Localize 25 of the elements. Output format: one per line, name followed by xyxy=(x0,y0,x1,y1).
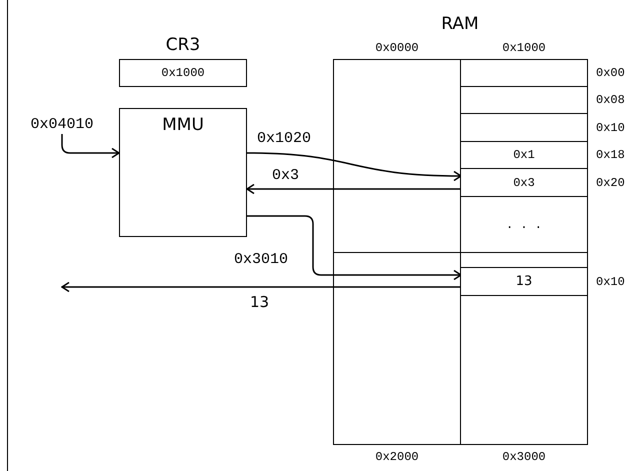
unit-name: MMU xyxy=(162,115,204,135)
register-value: 0x1000 xyxy=(161,66,205,80)
entry-value: 13 xyxy=(516,274,532,289)
entry-value: 0x3 xyxy=(513,176,535,190)
page-address: 0x1000 xyxy=(502,41,546,55)
entry-value: . . . xyxy=(506,218,542,232)
page-address: 0x2000 xyxy=(375,450,419,464)
entry-offset: 0x00 xyxy=(596,66,625,80)
memory-title: RAM xyxy=(441,14,479,34)
entry-value: 0x1 xyxy=(513,148,535,162)
arrow xyxy=(61,282,461,292)
entry-offset: 0x18 xyxy=(596,148,625,162)
register-name: CR3 xyxy=(166,35,200,55)
entry-offset: 0x10 xyxy=(596,120,625,134)
unit-box xyxy=(119,108,247,237)
arrow xyxy=(246,184,461,194)
arrow xyxy=(61,134,120,158)
address-value: 0x04010 xyxy=(30,116,94,132)
arrow xyxy=(246,152,462,182)
page-address: 0x3000 xyxy=(502,450,546,464)
entry-offset: 0x10 xyxy=(596,274,625,288)
arrow xyxy=(247,215,462,280)
page-address: 0x0000 xyxy=(375,41,419,55)
entry-offset: 0x20 xyxy=(596,176,625,190)
entry-offset: 0x08 xyxy=(596,93,625,107)
